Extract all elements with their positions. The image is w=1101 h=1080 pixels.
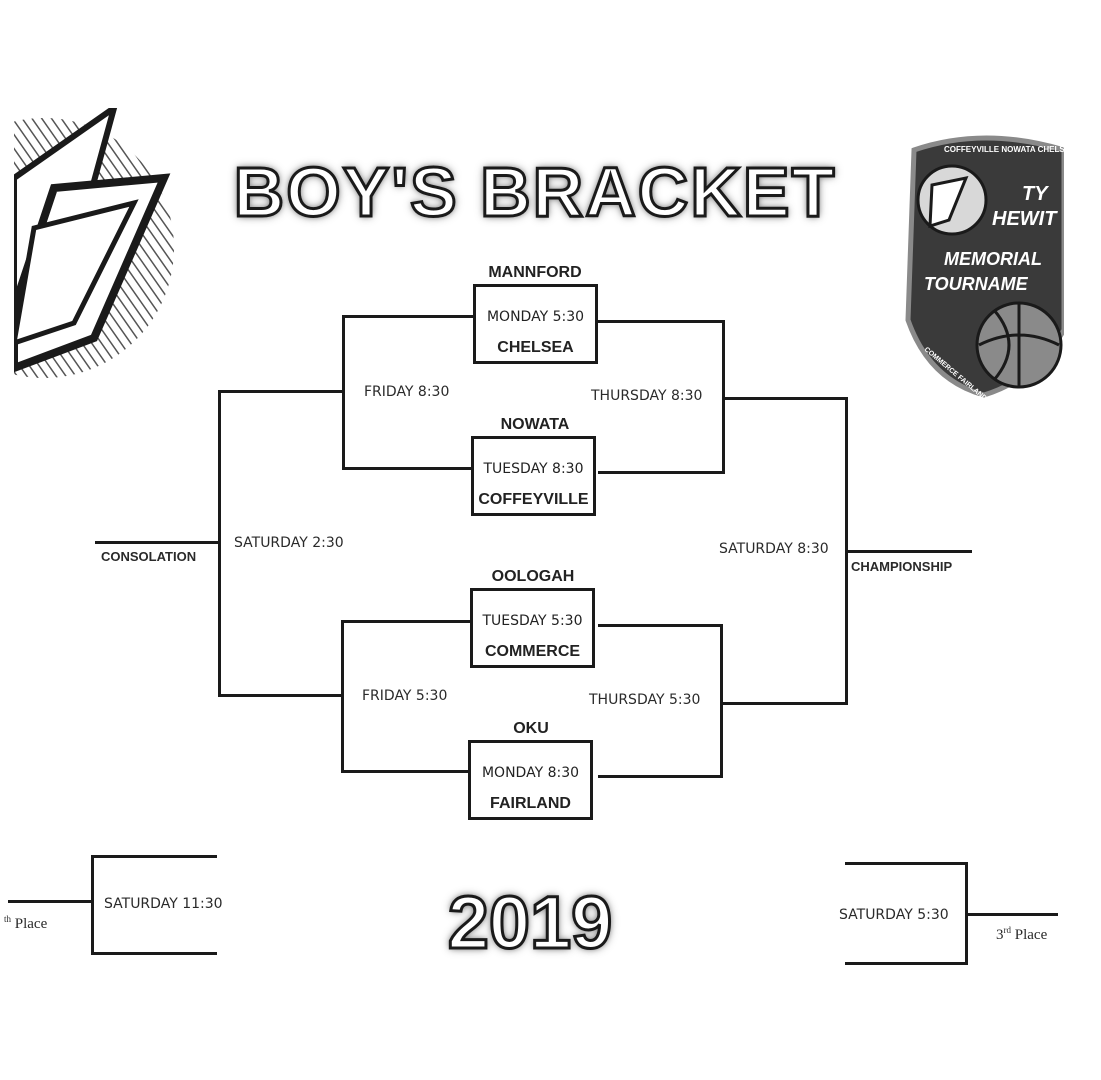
bracket-line [342, 770, 472, 773]
third-place-sup: rd [1003, 925, 1012, 935]
slot-saturday-530: SATURDAY 5:30 [839, 907, 949, 923]
championship-label: CHAMPIONSHIP [851, 559, 953, 574]
slot-friday-830: FRIDAY 8:30 [364, 384, 450, 400]
third-place-number: 3 [996, 927, 1004, 943]
badge-ring-text: COFFEYVILLE NOWATA CHELSEA [944, 145, 1064, 154]
bracket-line [95, 541, 219, 544]
slot-saturday-230: SATURDAY 2:30 [234, 535, 344, 551]
bracket-line [91, 855, 94, 955]
bracket-line [343, 315, 473, 318]
team-top-game-1: MANNFORD [488, 264, 582, 281]
consolation-label: CONSOLATION [101, 549, 197, 564]
game-time: MONDAY 5:30 [486, 309, 585, 325]
bracket-line [845, 862, 968, 865]
game-time: TUESDAY 8:30 [483, 461, 584, 477]
bracket-line [598, 624, 723, 627]
bracket-line [845, 962, 968, 965]
tournament-badge-icon: COFFEYVILLE NOWATA CHELSEA COMMERCE FAIR… [905, 135, 1064, 400]
badge-line-1: TY [1022, 183, 1049, 205]
slot-thursday-830: THURSDAY 8:30 [591, 388, 703, 404]
bracket-line [342, 315, 345, 470]
game-box-4: MONDAY 8:30 FAIRLAND [468, 740, 593, 820]
bracket-line [92, 952, 217, 955]
slot-thursday-530: THURSDAY 5:30 [589, 692, 701, 708]
team-top-game-3: OOLOGAH [491, 568, 575, 585]
bracket-line [598, 471, 725, 474]
bracket-line [598, 775, 723, 778]
game-box-1: MONDAY 5:30 CHELSEA [473, 284, 598, 364]
badge-line-4: TOURNAME [924, 274, 1029, 294]
bracket-line [966, 913, 1058, 916]
team-top-game-2: NOWATA [500, 416, 570, 433]
third-place-label: 3rd Place [996, 925, 1047, 944]
game-box-2: TUESDAY 8:30 COFFEYVILLE [471, 436, 596, 516]
slot-friday-530: FRIDAY 5:30 [362, 688, 448, 704]
bracket-line [8, 900, 92, 903]
game-time: TUESDAY 5:30 [482, 613, 583, 629]
team-bottom: CHELSEA [497, 339, 574, 356]
left-logo-icon [14, 108, 174, 378]
team-bottom: COFFEYVILLE [478, 491, 589, 508]
fifth-place-word: Place [14, 916, 48, 932]
bracket-line [722, 320, 725, 474]
bracket-line [720, 624, 723, 778]
badge-line-3: MEMORIAL [944, 249, 1042, 269]
third-place-word: Place [1011, 927, 1048, 943]
bracket-line [218, 390, 221, 697]
fifth-place-label: th Place [4, 914, 47, 933]
badge-line-2: HEWIT [992, 208, 1058, 230]
fifth-place-suffix: th [4, 914, 12, 924]
tournament-year: 2019 [446, 880, 614, 966]
bracket-line [598, 320, 725, 323]
bracket-line [220, 390, 343, 393]
bracket-line [724, 397, 848, 400]
bracket-line [220, 694, 342, 697]
bracket-line [342, 620, 472, 623]
bracket-line [341, 620, 344, 773]
team-bottom: COMMERCE [484, 643, 581, 660]
slot-saturday-830: SATURDAY 8:30 [719, 541, 829, 557]
bracket-line [92, 855, 217, 858]
bracket-line [846, 550, 972, 553]
slot-saturday-1130: SATURDAY 11:30 [104, 896, 223, 912]
bracket-line [722, 702, 848, 705]
page-title: BOY'S BRACKET [232, 152, 837, 233]
team-bottom: FAIRLAND [490, 795, 571, 812]
bracket-line [343, 467, 473, 470]
game-time: MONDAY 8:30 [481, 765, 580, 781]
team-top-game-4: OKU [513, 720, 549, 737]
game-box-3: TUESDAY 5:30 COMMERCE [470, 588, 595, 668]
